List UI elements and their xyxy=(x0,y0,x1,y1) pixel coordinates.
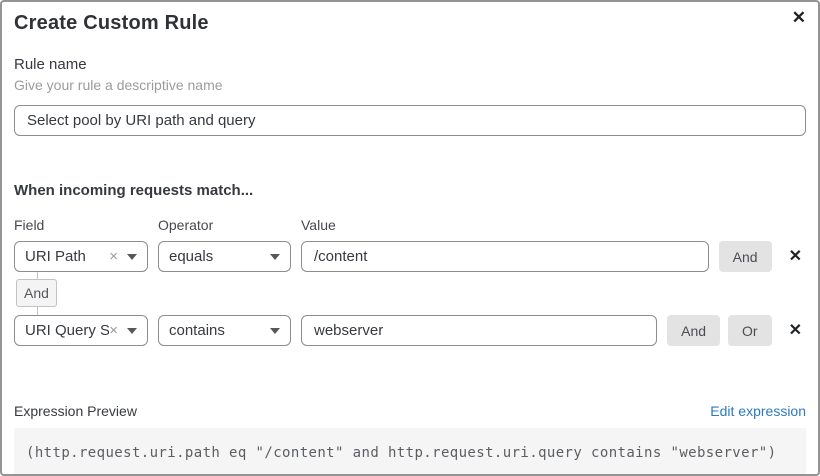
field-select-2[interactable]: URI Query St... × xyxy=(14,315,148,346)
operator-column-label: Operator xyxy=(158,217,214,233)
column-labels: Field Operator Value xyxy=(14,217,806,233)
edit-expression-link[interactable]: Edit expression xyxy=(710,403,806,419)
operator-select-1-value: equals xyxy=(169,248,214,265)
value-input-1[interactable] xyxy=(301,241,709,272)
condition-row-2: URI Query St... × contains And Or ✕ xyxy=(14,315,806,346)
match-heading: When incoming requests match... xyxy=(14,182,254,199)
chevron-down-icon xyxy=(127,253,137,260)
remove-condition-icon[interactable]: ✕ xyxy=(788,321,802,339)
rule-name-helper: Give your rule a descriptive name xyxy=(14,77,223,93)
value-input-2[interactable] xyxy=(301,315,658,346)
chevron-down-icon xyxy=(270,327,280,334)
operator-select-1[interactable]: equals xyxy=(158,241,291,272)
chevron-down-icon xyxy=(270,253,280,260)
condition-row-1: URI Path × equals And ✕ xyxy=(14,241,806,272)
and-button-row-2[interactable]: And xyxy=(667,315,721,346)
close-icon[interactable]: ✕ xyxy=(791,8,806,27)
or-button-row-2[interactable]: Or xyxy=(728,315,772,346)
and-button-row-1[interactable]: And xyxy=(718,241,772,272)
operator-select-2[interactable]: contains xyxy=(158,315,291,346)
field-column-label: Field xyxy=(14,217,45,233)
remove-condition-icon[interactable]: ✕ xyxy=(788,247,802,265)
connector-wrap: And xyxy=(16,272,57,315)
operator-select-2-value: contains xyxy=(169,322,225,339)
rule-name-label: Rule name xyxy=(14,56,87,73)
rule-name-input[interactable] xyxy=(14,105,806,136)
clear-icon[interactable]: × xyxy=(109,248,118,265)
field-select-1[interactable]: URI Path × xyxy=(14,241,148,272)
expression-header: Expression Preview Edit expression xyxy=(14,403,806,419)
chevron-down-icon xyxy=(127,327,137,334)
clear-icon[interactable]: × xyxy=(109,322,118,339)
field-select-1-value: URI Path xyxy=(25,248,86,265)
and-connector-badge: And xyxy=(16,279,57,307)
expression-preview-label: Expression Preview xyxy=(14,403,137,419)
value-column-label: Value xyxy=(301,217,336,233)
field-select-2-value: URI Query St... xyxy=(25,322,110,339)
dialog-title: Create Custom Rule xyxy=(14,12,209,34)
expression-code: (http.request.uri.path eq "/content" and… xyxy=(14,428,806,474)
